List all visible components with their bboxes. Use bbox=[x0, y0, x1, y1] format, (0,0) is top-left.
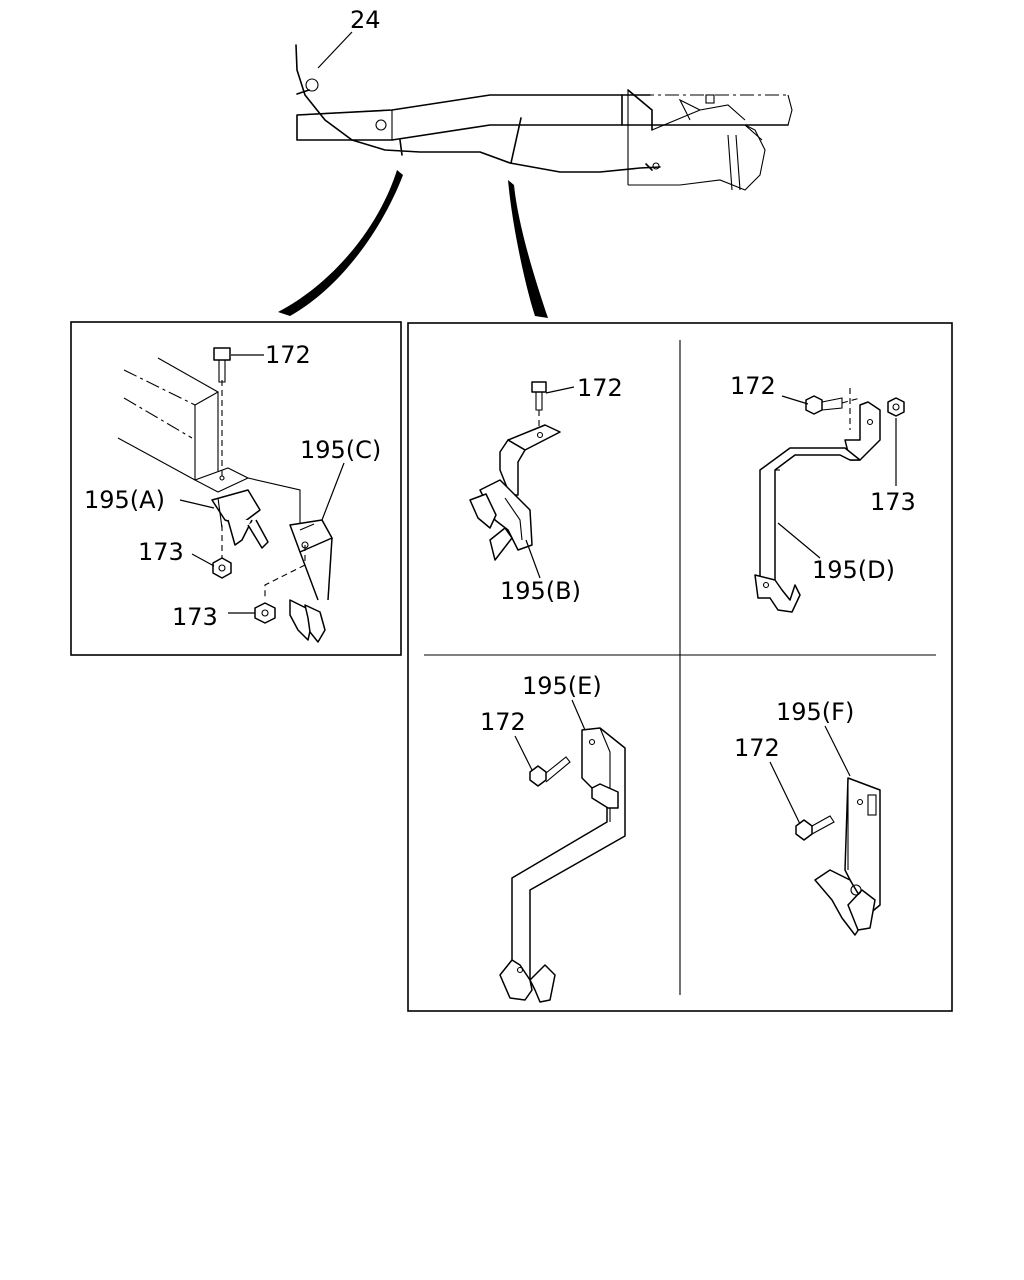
panel-d-drawing bbox=[754, 388, 905, 613]
label-d-173: 173 bbox=[870, 488, 916, 516]
panel-b-drawing bbox=[469, 381, 561, 561]
label-24: 24 bbox=[350, 6, 381, 34]
label-a-195c: 195(C) bbox=[300, 436, 381, 464]
label-d-195d: 195(D) bbox=[812, 556, 895, 584]
detail-panel-b-f bbox=[407, 322, 953, 1012]
label-d-172: 172 bbox=[730, 372, 776, 400]
label-e-172: 172 bbox=[480, 708, 526, 736]
label-f-172: 172 bbox=[734, 734, 780, 762]
label-f-195f: 195(F) bbox=[776, 698, 854, 726]
panel-e-drawing bbox=[499, 727, 626, 1003]
label-a-173-top: 173 bbox=[138, 538, 184, 566]
panel-f-drawing bbox=[795, 777, 881, 936]
detail-panel-a bbox=[70, 321, 402, 656]
label-a-195a: 195(A) bbox=[84, 486, 165, 514]
label-a-173-bottom: 173 bbox=[172, 603, 218, 631]
label-b-195b: 195(B) bbox=[500, 577, 581, 605]
frame-assembly bbox=[295, 44, 793, 191]
label-e-195e: 195(E) bbox=[522, 672, 602, 700]
panel-a-drawing bbox=[117, 347, 333, 643]
callout-wedge-right bbox=[508, 180, 548, 318]
callout-wedge-left bbox=[278, 170, 403, 316]
label-b-172: 172 bbox=[577, 374, 623, 402]
label-a-172: 172 bbox=[265, 341, 311, 369]
